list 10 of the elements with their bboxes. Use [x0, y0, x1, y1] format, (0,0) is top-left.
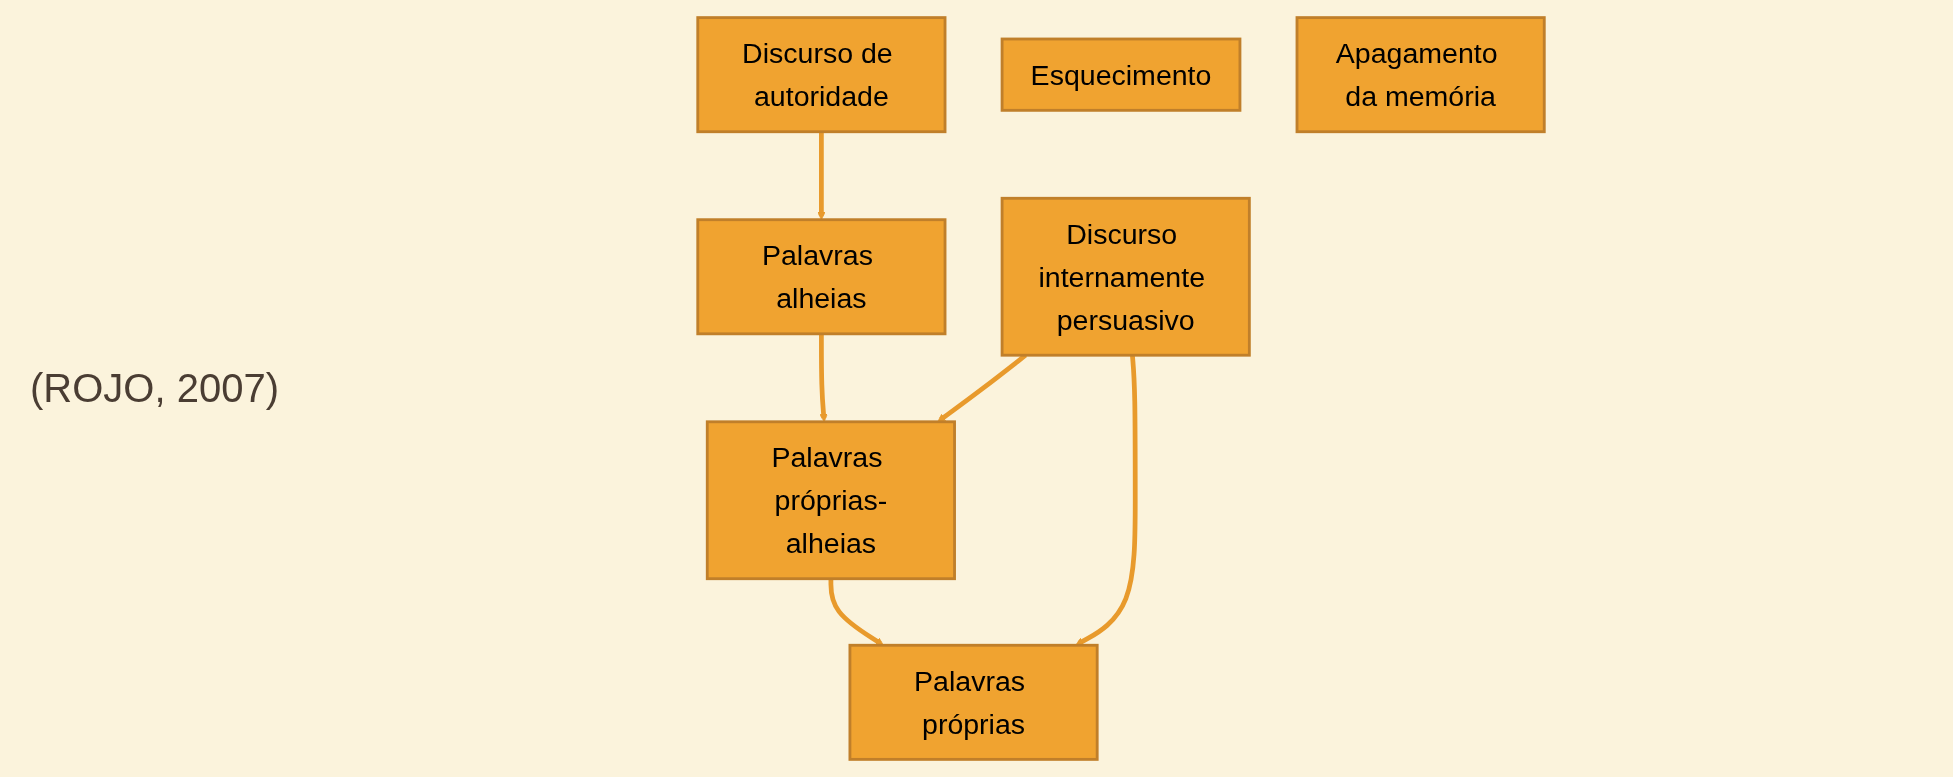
- node-box: Palavras alheias: [696, 218, 947, 336]
- node-box: Discurso internamente persuasivo: [1000, 196, 1251, 357]
- node-box: Apagamento da memória: [1295, 16, 1546, 134]
- node-box: Palavras próprias-alheias: [705, 420, 956, 581]
- node-box: Esquecimento: [1000, 37, 1242, 112]
- node-box: Palavras próprias: [848, 643, 1099, 761]
- arrow: [828, 578, 884, 646]
- arrow: [1075, 355, 1138, 646]
- node-box: Discurso de autoridade: [696, 16, 947, 134]
- citation-text: (ROJO, 2007): [30, 366, 279, 411]
